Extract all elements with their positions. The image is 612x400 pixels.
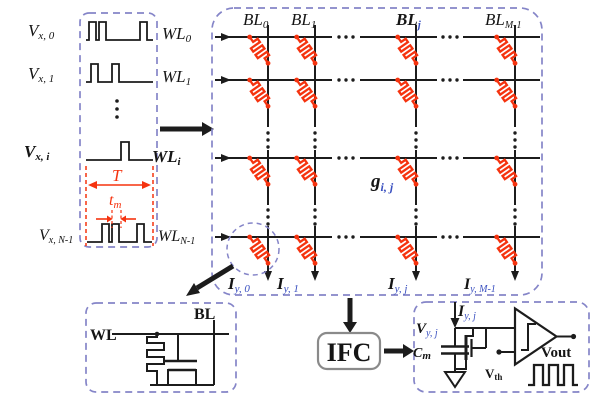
flow-arrow-into-crossbar xyxy=(160,122,214,136)
flow-arrow-to-cell-box xyxy=(186,263,235,296)
ifc-box xyxy=(316,331,382,371)
bitline-wires xyxy=(264,25,519,281)
waveform-label-1: Vx, 1 xyxy=(28,64,54,85)
pulse-waveform-n1 xyxy=(87,223,152,243)
cell-memristor xyxy=(146,334,165,385)
vertical-ellipsis-waveforms xyxy=(115,99,119,119)
highlight-cell-circle xyxy=(226,222,280,276)
ifc-block: IFC xyxy=(316,298,414,371)
output-current-labels: Iy, 0 Iy, 1 Iy, j Iy, M-1 xyxy=(227,274,496,295)
hysteresis-icon xyxy=(521,323,536,351)
conductance-label: gi, j xyxy=(370,171,394,194)
input-waveform-panel: Vx, 0 Vx, 1 Vx, i Vx, N-1 T tm xyxy=(24,12,158,248)
pulse-width-label: tm xyxy=(109,192,121,211)
cell-detail-box: WL BL xyxy=(85,302,237,393)
waveform-label-n1: Vx, N-1 xyxy=(39,227,73,246)
cell-circuit xyxy=(112,320,229,386)
output-pulse-train xyxy=(528,363,578,387)
neuron-current-label: Iy, j xyxy=(457,303,476,322)
cell-box-border xyxy=(85,302,237,393)
current-label-j: Iy, j xyxy=(387,274,407,295)
wordline-label-0: WL0 xyxy=(162,24,192,45)
reset-transistor xyxy=(455,328,487,370)
bitline-label-m1: BLM-1 xyxy=(485,10,522,31)
period-label: T xyxy=(112,166,123,185)
waveform-label-0: Vx, 0 xyxy=(28,21,55,42)
current-label-0: Iy, 0 xyxy=(227,274,250,295)
output-voltage-label: Vout xyxy=(541,345,571,361)
waveform-panel-border xyxy=(79,12,158,248)
capacitor-label: Cm xyxy=(413,346,431,362)
current-label-m1: Iy, M-1 xyxy=(463,276,496,295)
column-ellipsis xyxy=(266,131,517,226)
crossbar-array: BL0 BL1 BLj BLM-1 xyxy=(211,7,543,296)
neuron-circuit-box: Iy, j Vy, j Cm Vth Vout xyxy=(413,301,590,393)
bitline-label-j: BLj xyxy=(395,10,422,31)
wordline-label-i: WLi xyxy=(152,147,182,168)
memristor-devices xyxy=(242,30,523,270)
cell-bl-label: BL xyxy=(194,306,215,323)
pulse-width-ticks xyxy=(111,210,122,228)
neuron-voltage-label: Vy, j xyxy=(416,321,438,339)
ground-icon xyxy=(443,371,467,389)
row-ellipsis xyxy=(337,35,459,239)
threshold-label: Vth xyxy=(485,366,502,382)
pulse-waveform-1 xyxy=(86,63,153,83)
wordline-label-n1: WLN-1 xyxy=(158,228,195,247)
wordline-label-1: WL1 xyxy=(162,67,191,88)
waveform-label-i: Vx, i xyxy=(24,142,50,163)
wordline-labels: WL0 WL1 WLi WLN-1 xyxy=(152,24,195,247)
ifc-label: IFC xyxy=(327,338,372,367)
wordline-wires xyxy=(215,33,540,241)
current-label-1: Iy, 1 xyxy=(276,274,299,295)
bitline-label-1: BL1 xyxy=(291,10,316,31)
neuron-circuit xyxy=(441,302,578,389)
ellipsis-dots xyxy=(266,35,517,239)
period-annotation xyxy=(85,166,154,246)
neuron-box-border xyxy=(413,301,590,393)
cell-wl-label: WL xyxy=(90,327,117,344)
pulse-waveform-i xyxy=(86,141,153,161)
pulse-waveform-0 xyxy=(86,21,153,41)
bitline-label-0: BL0 xyxy=(243,10,269,31)
